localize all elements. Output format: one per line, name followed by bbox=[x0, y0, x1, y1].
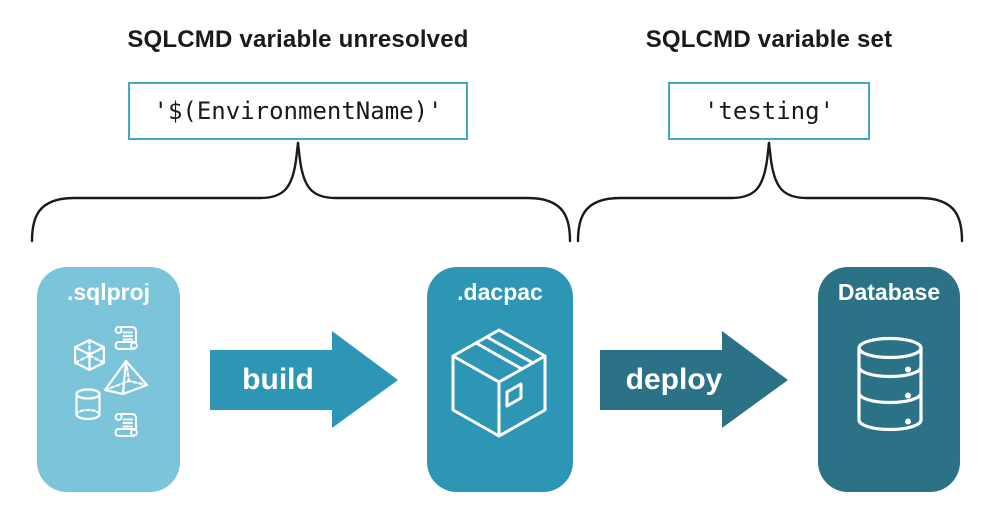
deploy-arrow bbox=[600, 331, 788, 428]
cylinder-icon bbox=[74, 388, 102, 421]
right-value-text: 'testing' bbox=[703, 97, 835, 125]
package-icon bbox=[447, 326, 551, 442]
pyramid-icon bbox=[103, 359, 149, 396]
stage-card-database: Database bbox=[818, 267, 960, 492]
deploy-arrow-label: deploy bbox=[625, 363, 723, 396]
build-arrow bbox=[210, 331, 398, 428]
left-annotation-title: SQLCMD variable unresolved bbox=[127, 26, 469, 53]
scroll-icon bbox=[113, 324, 139, 351]
stage-card-sqlproj: .sqlproj bbox=[37, 267, 180, 492]
scroll-icon bbox=[113, 411, 139, 438]
left-value-text: '$(EnvironmentName)' bbox=[153, 97, 443, 125]
stage-label-sqlproj: .sqlproj bbox=[66, 279, 151, 305]
left-value-box: '$(EnvironmentName)' bbox=[128, 82, 468, 140]
database-icon bbox=[852, 336, 928, 432]
stage-card-dacpac: .dacpac bbox=[427, 267, 573, 492]
cube-icon bbox=[71, 338, 108, 373]
build-arrow-label: build bbox=[242, 363, 314, 396]
stage-label-database: Database bbox=[837, 279, 941, 305]
right-brace-icon bbox=[576, 141, 964, 243]
stage-label-dacpac: .dacpac bbox=[457, 279, 543, 305]
right-value-box: 'testing' bbox=[668, 82, 870, 140]
right-annotation-title: SQLCMD variable set bbox=[645, 26, 893, 53]
left-brace-icon bbox=[30, 141, 572, 243]
